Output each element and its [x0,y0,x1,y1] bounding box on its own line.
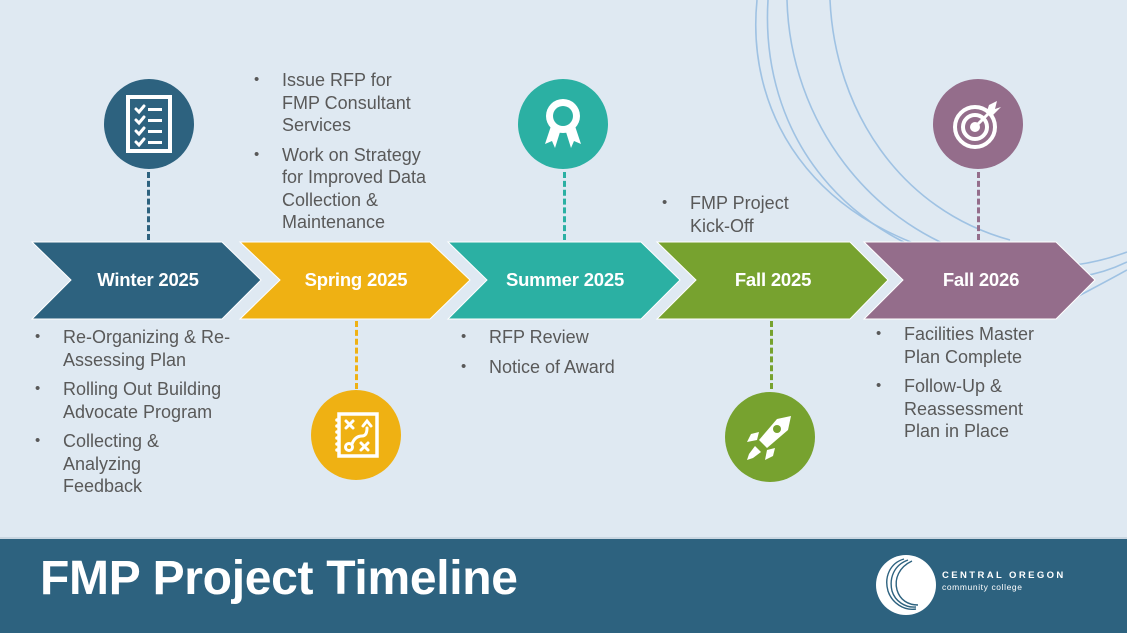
bullet-item: Facilities Master Plan Complete [876,323,1051,368]
bullet-item: Issue RFP for FMP Consultant Services [254,69,432,137]
spring-icon-circle [311,390,401,480]
chevron-winter-2025 [30,241,262,320]
bullet-item: Work on Strategy for Improved Data Colle… [254,144,439,234]
fall-2026-icon-circle [933,79,1023,169]
phase-label-fall-2026: Fall 2026 [942,269,1020,290]
logo-circle-icon [876,555,936,615]
bullet-item: Notice of Award [461,356,661,379]
bullet-item: Follow-Up & Reassessment Plan in Place [876,375,1039,443]
target-icon [953,101,1001,149]
logo-text-primary: CENTRAL OREGON [942,570,1066,581]
strategy-playbook-icon [335,412,379,458]
connector-summer [563,172,566,240]
fall-2025-bullets: FMP Project Kick-Off [662,192,802,244]
spring-2025-bullets: Issue RFP for FMP Consultant Services Wo… [254,69,439,241]
footer-banner: FMP Project Timeline CENTRAL OREGON comm… [0,537,1127,633]
summer-2025-bullets: RFP Review Notice of Award [461,326,661,385]
phase-label-summer-2025: Summer 2025 [505,269,625,290]
winter-2025-bullets: Re-Organizing & Re-Assessing Plan Rollin… [35,326,250,505]
connector-fall-2026 [977,172,980,240]
bullet-item: FMP Project Kick-Off [662,192,802,237]
connector-fall-2025 [770,321,773,389]
bullet-item: Rolling Out Building Advocate Program [35,378,250,423]
fall-2025-icon-circle [725,392,815,482]
fall-2026-bullets: Facilities Master Plan Complete Follow-U… [876,323,1051,450]
connector-winter [147,172,150,240]
logo-text-secondary: community college [942,582,1023,592]
chevron-spring-2025 [238,241,471,320]
page-title: FMP Project Timeline [40,552,518,605]
chevron-fall-2026 [862,241,1096,320]
phase-label-winter-2025: Winter 2025 [97,269,199,290]
phase-label-fall-2025: Fall 2025 [734,269,812,290]
college-logo: CENTRAL OREGON community college [874,555,1074,617]
chevron-summer-2025 [446,241,681,320]
bullet-item: Re-Organizing & Re-Assessing Plan [35,326,250,371]
summer-icon-circle [518,79,608,169]
rocket-icon [747,416,791,460]
phase-label-spring-2025: Spring 2025 [304,269,408,290]
chevron-fall-2025 [655,241,889,320]
checklist-icon [126,95,172,153]
connector-spring [355,321,358,389]
bullet-item: RFP Review [461,326,661,349]
bullet-item: Collecting & Analyzing Feedback [35,430,183,498]
winter-icon-circle [104,79,194,169]
award-ribbon-icon [545,99,581,148]
